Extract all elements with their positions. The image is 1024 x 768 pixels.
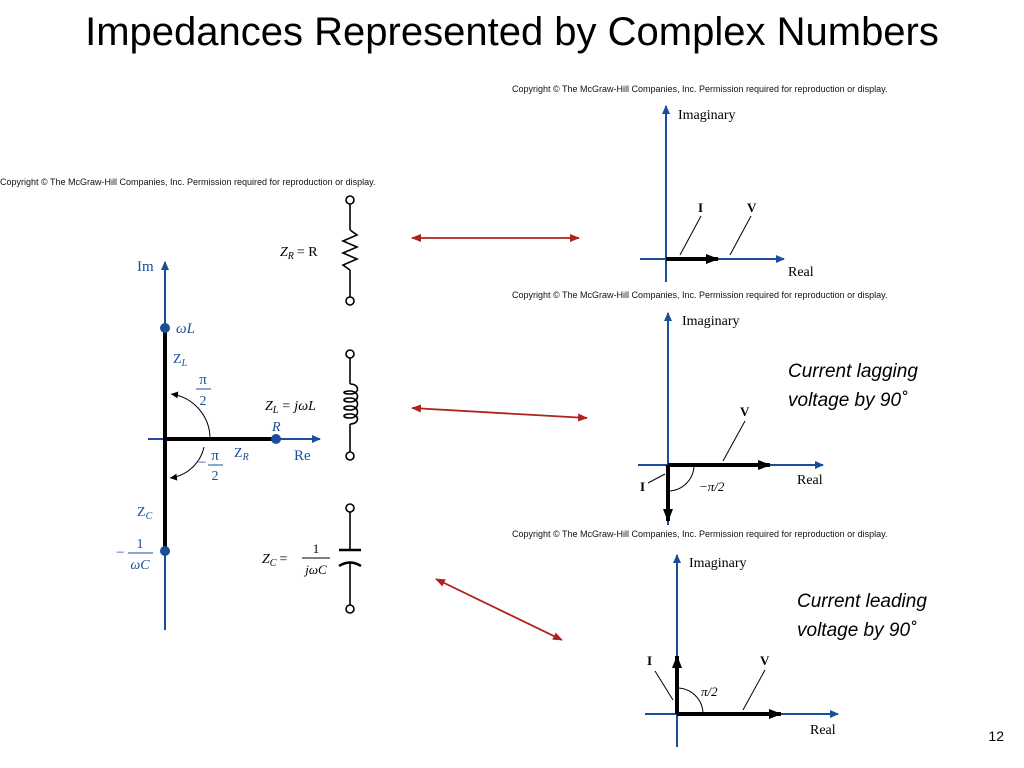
phasor2-v-label: V [740, 404, 750, 419]
phasor3-v-label: V [760, 653, 770, 668]
capacitor-symbol [338, 503, 362, 614]
phasor1-imaginary-label: Imaginary [678, 108, 736, 123]
phasor1-i-label: I [698, 200, 703, 215]
phasor1-real-label: Real [788, 265, 814, 280]
one-over-omega-c-numerator: 1 [137, 537, 144, 552]
pi-denominator: 2 [200, 394, 207, 409]
phasor2-angle-label: −π/2 [699, 479, 725, 494]
omega-c-label: ωC [130, 558, 150, 573]
phasor3-real-label: Real [810, 723, 836, 738]
phasor3-angle-label: π/2 [701, 684, 718, 699]
resistor-equation: ZR= R [280, 245, 318, 262]
minus-pi-numerator: π [211, 448, 219, 464]
r-label: R [271, 420, 281, 435]
copyright-notice-top: Copyright © The McGraw-Hill Companies, I… [512, 84, 888, 94]
phasor-inductor: Imaginary Real V I −π/2 [638, 312, 824, 525]
z-r-label: ZR [234, 446, 249, 463]
phasor2-imaginary-label: Imaginary [682, 314, 740, 329]
link-arrow-capacitor [435, 578, 563, 641]
capacitor-equation: ZC= 1 jωC [262, 541, 330, 577]
slide-title: Impedances Represented by Complex Number… [85, 10, 939, 54]
lagging-note-line2: voltage by 90˚ [788, 390, 908, 411]
phasor-capacitor: Imaginary Real V I π/2 [645, 554, 839, 747]
leading-note-line2: voltage by 90˚ [797, 620, 917, 641]
lagging-note-line1: Current lagging [788, 361, 918, 382]
inductor-equation: ZL= jωL [265, 399, 316, 416]
copyright-notice-bottom: Copyright © The McGraw-Hill Companies, I… [512, 529, 888, 539]
page-number: 12 [988, 728, 1004, 744]
im-axis-label: Im [137, 259, 154, 275]
copyright-notice-middle: Copyright © The McGraw-Hill Companies, I… [512, 290, 888, 300]
capacitor-denominator: jωC [303, 562, 327, 577]
inductor-symbol [343, 349, 359, 461]
leading-note-line1: Current leading [797, 591, 927, 612]
phasor2-i-label: I [640, 479, 645, 494]
phasor3-imaginary-label: Imaginary [689, 556, 747, 571]
minus-sign-angle: − [198, 455, 206, 471]
phasor-resistor: Imaginary Real I V [640, 105, 814, 282]
pi-over-2-arc [170, 391, 211, 440]
complex-plane: Im Re ωL ZL π 2 R − π 2 ZR ZC − 1 ωC [116, 259, 321, 630]
resistor-symbol [340, 195, 360, 306]
minus-pi-over-2-arc [169, 446, 205, 481]
leading-note: Current leading voltage by 90˚ [797, 587, 927, 645]
z-c-label: ZC [137, 505, 153, 522]
phasor3-i-label: I [647, 653, 652, 668]
pi-numerator: π [199, 372, 207, 388]
capacitor-numerator: 1 [313, 541, 320, 556]
minus-pi-denominator: 2 [212, 469, 219, 484]
omega-l-label: ωL [176, 321, 195, 337]
omega-l-point [160, 323, 170, 333]
r-point [271, 434, 281, 444]
z-l-label: ZL [173, 352, 188, 369]
re-axis-label: Re [294, 448, 311, 464]
phasor2-real-label: Real [797, 473, 823, 488]
svg-text:ZC=: ZC= [262, 552, 287, 569]
link-arrow-inductor [411, 404, 588, 422]
omega-c-point [160, 546, 170, 556]
lagging-note: Current lagging voltage by 90˚ [788, 357, 918, 415]
phasor1-v-label: V [747, 200, 757, 215]
minus-sign-c: − [116, 545, 124, 561]
copyright-notice-left: Copyright © The McGraw-Hill Companies, I… [0, 177, 376, 187]
